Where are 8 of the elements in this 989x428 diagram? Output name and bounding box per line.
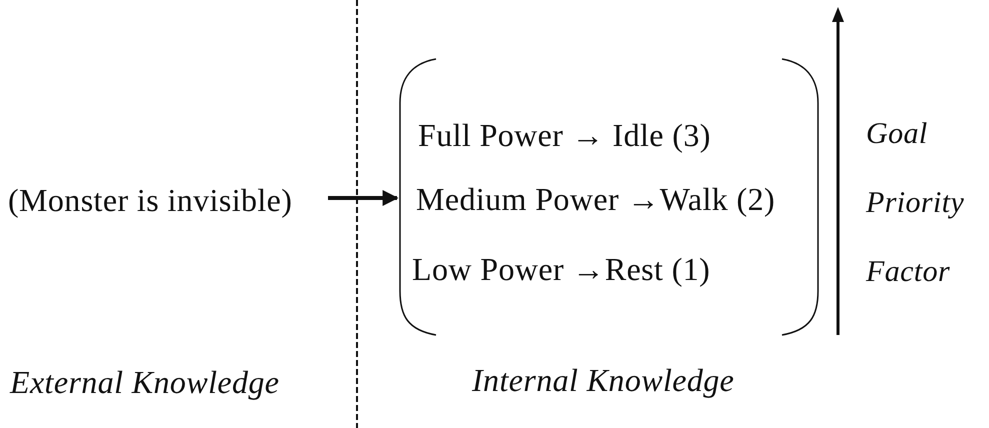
section-label: External Knowledge: [10, 363, 280, 401]
section-label: Internal Knowledge: [472, 361, 734, 399]
rule-text: Low Power →Rest (1): [412, 250, 710, 288]
axis-label: Goal Priority Factor: [866, 116, 966, 290]
rule-text: Medium Power →Walk (2): [416, 180, 776, 218]
node-text: (Monster is invisible): [8, 181, 292, 219]
arrow: [328, 190, 399, 206]
rule-text: Full Power → Idle (3): [418, 116, 711, 154]
